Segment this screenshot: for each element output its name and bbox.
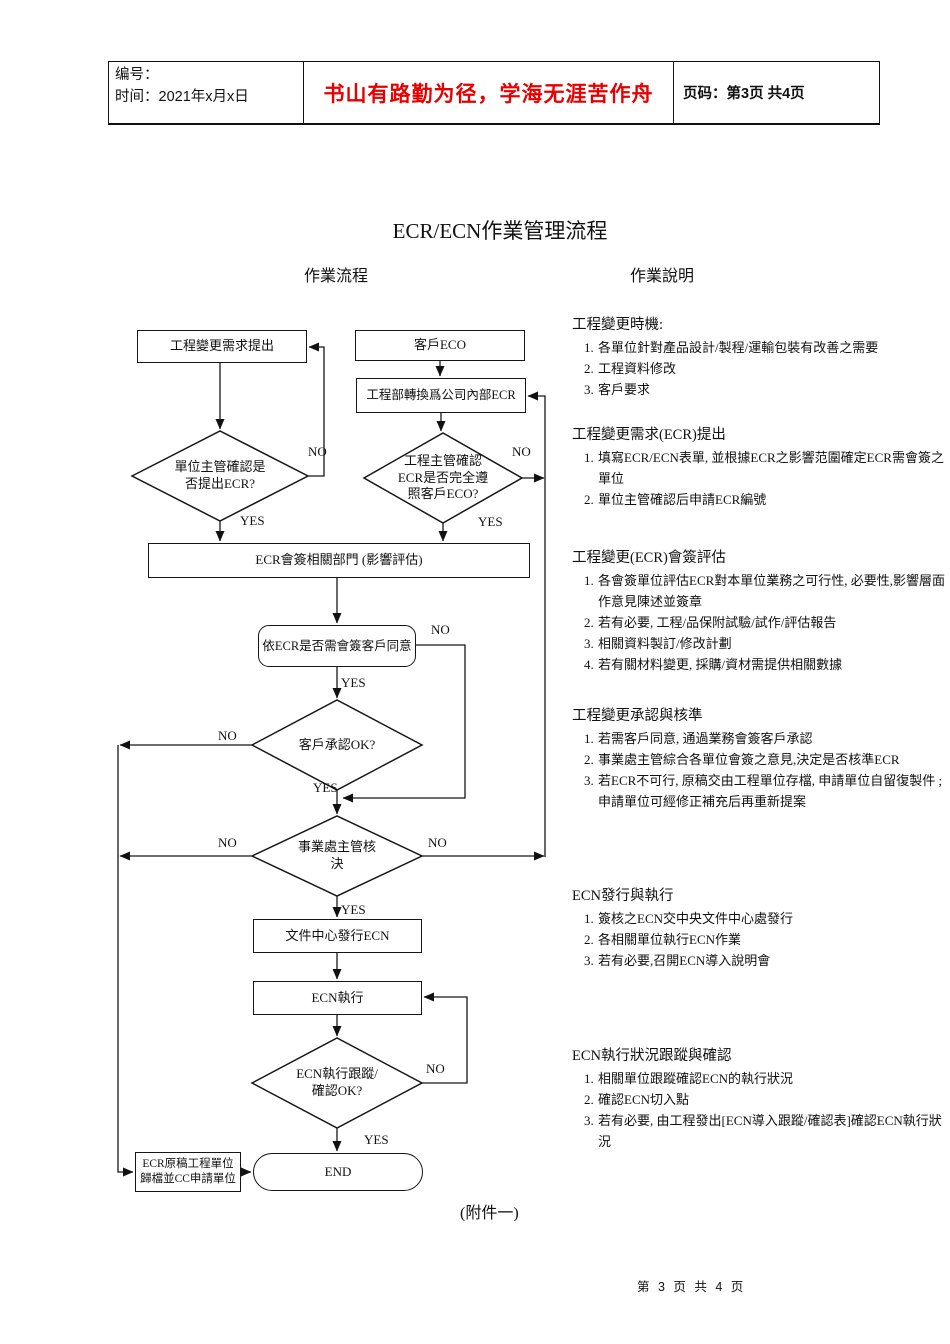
section-heading: 工程變更需求(ECR)提出 bbox=[572, 427, 726, 443]
node-customer-eco: 客戶ECO bbox=[355, 330, 525, 361]
section-item: 各相關單位執行ECN作業 bbox=[597, 929, 946, 950]
section-item: 若有必要,召開ECN導入說明會 bbox=[597, 950, 946, 971]
section-change-timing: 工程變更時機: 各單位針對產品設計/製程/運輸包裝有改善之需要工程資料修改客戶要… bbox=[572, 313, 946, 400]
section-item-list: 各單位針對產品設計/製程/運輸包裝有改善之需要工程資料修改客戶要求 bbox=[572, 337, 946, 400]
section-heading: 工程變更承認與核準 bbox=[572, 708, 703, 724]
section-ecr-raise: 工程變更需求(ECR)提出 填寫ECR/ECN表單, 並根據ECR之影響范圍確定… bbox=[572, 423, 946, 510]
attachment-note: (附件一) bbox=[460, 1205, 519, 1222]
section-item: 客戶要求 bbox=[597, 379, 946, 400]
branch-no-need-customer: NO bbox=[431, 622, 450, 637]
branch-no-ecn-tracking: NO bbox=[426, 1061, 445, 1076]
section-item: 若有關材料變更, 採購/資材需提供相關數據 bbox=[597, 654, 946, 675]
node-end: END bbox=[253, 1153, 423, 1191]
section-item: 相關單位跟蹤確認ECN的執行狀況 bbox=[597, 1068, 946, 1089]
node-doc-center-issue-ecn: 文件中心發行ECN bbox=[253, 919, 422, 953]
section-item: 簽核之ECN交中央文件中心處發行 bbox=[597, 908, 946, 929]
section-item: 相關資料製訂/修改計劃 bbox=[597, 633, 946, 654]
header-motto-text: 书山有路勤为径，学海无涯苦作舟 bbox=[323, 82, 654, 106]
section-item: 工程資料修改 bbox=[597, 358, 946, 379]
section-item-list: 簽核之ECN交中央文件中心處發行各相關單位執行ECN作業若有必要,召開ECN導入… bbox=[572, 908, 946, 971]
branch-no-unit-manager: NO bbox=[308, 444, 327, 459]
node-ecn-execute: ECN執行 bbox=[253, 981, 422, 1015]
branch-yes-division: YES bbox=[341, 902, 366, 917]
header-number-label: 编号： bbox=[115, 67, 159, 83]
header-page-cell: 页码：第3页 共4页 bbox=[674, 62, 879, 123]
branch-yes-customer-ok: YES bbox=[313, 780, 338, 795]
page-title: ECR/ECN作業管理流程 bbox=[392, 219, 608, 243]
branch-yes-unit-manager: YES bbox=[240, 513, 265, 528]
section-item: 若需客戶同意, 通過業務會簽客戶承認 bbox=[597, 728, 946, 749]
flow-arrow bbox=[117, 745, 134, 1177]
header-page-info: 页码：第3页 共4页 bbox=[683, 86, 805, 102]
section-item: 若有必要, 由工程發出[ECN導入跟蹤/確認表]確認ECN執行狀況 bbox=[597, 1110, 946, 1152]
header-time-label: 时间：2021年x月x日 bbox=[115, 88, 249, 105]
branch-no-eng-manager: NO bbox=[512, 444, 531, 459]
section-item: 單位主管確認后申請ECR編號 bbox=[597, 489, 946, 510]
branch-yes-need-customer: YES bbox=[341, 675, 366, 690]
label-unit-manager-diamond: 單位主管確認是 否提出ECR? bbox=[174, 459, 266, 491]
section-ecn-tracking-confirm: ECN執行狀況跟蹤與確認 相關單位跟蹤確認ECN的執行狀況確認ECN切入點若有必… bbox=[572, 1044, 946, 1152]
section-item: 各單位針對產品設計/製程/運輸包裝有改善之需要 bbox=[597, 337, 946, 358]
branch-yes-ecn-tracking: YES bbox=[364, 1132, 389, 1147]
node-need-customer-countersign: 依ECR是否需會簽客戶同意 bbox=[258, 625, 416, 667]
section-ecr-countersign-eval: 工程變更(ECR)會簽評估 各會簽單位評估ECR對本單位業務之可行性, 必要性,… bbox=[572, 546, 946, 675]
section-item: 若有必要, 工程/品保附試驗/試作/評估報告 bbox=[597, 612, 946, 633]
label-eng-manager-diamond: 工程主管確認 ECR是否完全遵 照客戶ECO? bbox=[397, 453, 489, 502]
header-table: 编号： 时间：2021年x月x日 书山有路勤为径，学海无涯苦作舟 页码：第3页 … bbox=[108, 61, 880, 125]
section-heading: 工程變更時機: bbox=[572, 317, 664, 333]
section-item: 若ECR不可行, 原稿交由工程單位存檔, 申請單位自留復製件 ; 申請單位可經修… bbox=[597, 770, 946, 812]
node-ecr-archive: ECR原稿工程單位 歸檔並CC申請單位 bbox=[135, 1152, 241, 1192]
column-header-description: 作業說明 bbox=[630, 268, 695, 285]
label-division-diamond: 事業處主管核 決 bbox=[297, 839, 376, 871]
branch-no-division-left: NO bbox=[218, 835, 237, 850]
node-ecr-countersign: ECR會簽相關部門 (影響評估) bbox=[148, 543, 530, 578]
branch-no-division-right: NO bbox=[428, 835, 447, 850]
section-item: 確認ECN切入點 bbox=[597, 1089, 946, 1110]
column-header-process: 作業流程 bbox=[304, 268, 369, 285]
section-item-list: 各會簽單位評估ECR對本單位業務之可行性, 必要性,影響層面作意見陳述並簽章若有… bbox=[572, 570, 946, 675]
node-change-request: 工程變更需求提出 bbox=[137, 330, 307, 363]
section-item: 填寫ECR/ECN表單, 並根據ECR之影響范圍確定ECR需會簽之單位 bbox=[597, 447, 946, 489]
flow-arrow bbox=[527, 391, 546, 857]
header-motto-cell: 书山有路勤为径，学海无涯苦作舟 bbox=[304, 62, 674, 123]
node-convert-to-ecr: 工程部轉換爲公司內部ECR bbox=[356, 378, 526, 413]
section-item-list: 若需客戶同意, 通過業務會簽客戶承認事業處主管綜合各單位會簽之意見,決定是否核準… bbox=[572, 728, 946, 812]
section-item: 各會簽單位評估ECR對本單位業務之可行性, 必要性,影響層面作意見陳述並簽章 bbox=[597, 570, 946, 612]
footer-page-number: 第 3 页 共 4 页 bbox=[637, 1280, 746, 1294]
label-customer-ok-diamond: 客戶承認OK? bbox=[298, 736, 376, 752]
section-ecn-issue-execute: ECN發行與執行 簽核之ECN交中央文件中心處發行各相關單位執行ECN作業若有必… bbox=[572, 884, 946, 971]
section-item: 事業處主管綜合各單位會簽之意見,決定是否核準ECR bbox=[597, 749, 946, 770]
section-approve: 工程變更承認與核準 若需客戶同意, 通過業務會簽客戶承認事業處主管綜合各單位會簽… bbox=[572, 704, 946, 812]
branch-no-customer-ok: NO bbox=[218, 728, 237, 743]
flow-arrow bbox=[342, 644, 466, 803]
section-item-list: 填寫ECR/ECN表單, 並根據ECR之影響范圍確定ECR需會簽之單位單位主管確… bbox=[572, 447, 946, 510]
label-ecn-tracking-diamond: ECN執行跟蹤/ 確認OK? bbox=[296, 1066, 378, 1098]
section-heading: ECN執行狀況跟蹤與確認 bbox=[572, 1048, 732, 1064]
header-number-time-cell: 编号： 时间：2021年x月x日 bbox=[109, 62, 304, 123]
section-item-list: 相關單位跟蹤確認ECN的執行狀況確認ECN切入點若有必要, 由工程發出[ECN導… bbox=[572, 1068, 946, 1152]
section-heading: ECN發行與執行 bbox=[572, 888, 674, 904]
section-heading: 工程變更(ECR)會簽評估 bbox=[572, 550, 726, 566]
branch-yes-eng-manager: YES bbox=[478, 514, 503, 529]
